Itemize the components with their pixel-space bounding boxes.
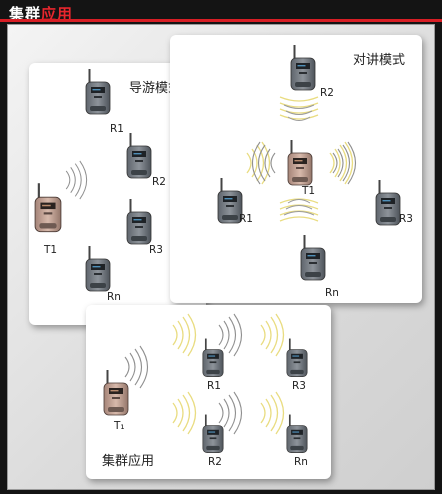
guide-label-r3: R3 (149, 244, 163, 256)
wave-left-gray-icon (244, 141, 280, 185)
talk-transmitter-t1-icon (287, 140, 313, 186)
header-title-red: 应用 (41, 5, 74, 23)
talk-label-rn: Rn (325, 287, 339, 299)
receiver-r2-icon (126, 133, 152, 179)
cluster-label-r2: R2 (208, 456, 222, 468)
guide-label-r2: R2 (152, 176, 166, 188)
cluster-wave-y1-icon (168, 313, 204, 357)
talk-mode-card: 对讲模式 R2 T1 R1 R3 Rn (170, 35, 422, 303)
cluster-wave-y3-icon (168, 391, 204, 435)
cluster-mode-title: 集群应用 (102, 454, 155, 469)
talk-receiver-rn-icon (300, 235, 326, 281)
guide-label-r1: R1 (110, 123, 124, 135)
wave-right-gray-icon (328, 141, 364, 185)
wave-down-icon (279, 96, 319, 120)
wave-gray-up-icon (283, 199, 315, 216)
cluster-label-t1: T₁ (114, 420, 125, 432)
receiver-rn-icon (85, 246, 111, 292)
guide-label-rn: Rn (107, 291, 121, 303)
header-divider (0, 19, 442, 22)
wave-gray-down-icon (283, 104, 315, 121)
cluster-label-r3: R3 (292, 380, 306, 392)
transmitter-t1-icon (34, 175, 62, 241)
header-title-white: 集群 (9, 5, 42, 23)
cluster-receiver-r3-icon (286, 337, 308, 379)
talk-receiver-r2-icon (290, 45, 316, 91)
talk-receiver-r3-icon (375, 180, 401, 226)
guide-label-t1: T1 (44, 244, 58, 256)
cluster-mode-card: T₁ R1 R3 R2 Rn 集群应用 (86, 305, 331, 479)
talk-label-r2: R2 (320, 87, 334, 99)
cluster-transmitter-t1-icon (103, 365, 129, 421)
header-title: 集群应用 (9, 3, 73, 24)
talk-label-t1: T1 (302, 185, 316, 197)
cluster-label-rn: Rn (294, 456, 308, 468)
cluster-receiver-rn-icon (286, 413, 308, 455)
talk-label-r1: R1 (239, 213, 253, 225)
cluster-label-r1: R1 (207, 380, 221, 392)
receiver-r1-icon (85, 69, 111, 115)
talk-label-r3: R3 (399, 213, 413, 225)
header: 集群应用 (0, 0, 442, 26)
receiver-r3-icon (126, 199, 152, 245)
cluster-receiver-r1-icon (202, 337, 224, 379)
cluster-receiver-r2-icon (202, 413, 224, 455)
talk-mode-title: 对讲模式 (353, 53, 406, 68)
guide-mode-title: 导游模式 (129, 81, 182, 96)
